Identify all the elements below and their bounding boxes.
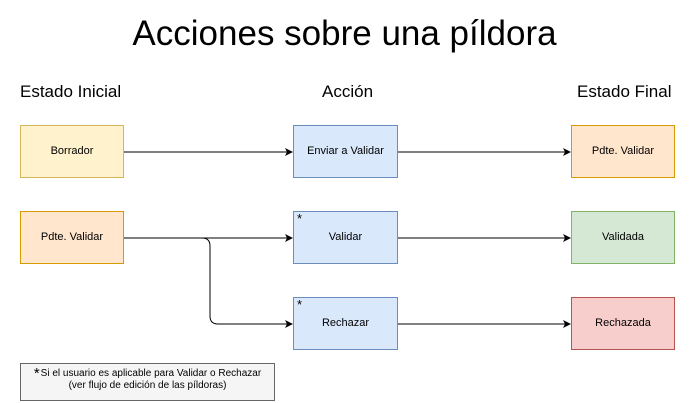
action-rechazar-asterisk: *: [297, 297, 303, 312]
action-validar: * Validar: [293, 211, 398, 264]
state-pdte-validar-initial: Pdte. Validar: [20, 211, 124, 264]
column-header-final-state: Estado Final: [577, 82, 672, 101]
diagram-title: Acciones sobre una píldora: [132, 14, 557, 53]
footnote-asterisk: *: [33, 365, 40, 382]
footnote-box: *Si el usuario es aplicable para Validar…: [20, 363, 275, 401]
state-borrador-label: Borrador: [50, 145, 94, 157]
footnote-text-2: (ver flujo de edición de las píldoras): [68, 380, 227, 391]
action-enviar-a-validar-label: Enviar a Validar: [307, 145, 384, 157]
action-rechazar-label: Rechazar: [321, 317, 370, 329]
arrow-pdte-validar-to-rechazar: [124, 237, 293, 328]
state-pdte-validar-final: Pdte. Validar: [571, 125, 675, 178]
action-validar-label: Validar: [328, 231, 363, 243]
footnote-text-1: Si el usuario es aplicable para Validar …: [40, 368, 262, 379]
action-enviar-a-validar: Enviar a Validar: [293, 125, 398, 178]
state-rechazada: Rechazada: [571, 297, 675, 350]
state-validada-label: Validada: [602, 231, 644, 243]
action-rechazar: * Rechazar: [293, 297, 398, 350]
state-pdte-validar-final-label: Pdte. Validar: [591, 145, 655, 157]
state-pdte-validar-initial-label: Pdte. Validar: [40, 231, 104, 243]
column-header-initial-state: Estado Inicial: [20, 82, 122, 101]
action-validar-asterisk: *: [297, 211, 303, 226]
state-validada: Validada: [571, 211, 675, 264]
state-borrador: Borrador: [20, 125, 124, 178]
column-header-action: Acción: [322, 82, 374, 101]
footnote-line-1: *Si el usuario es aplicable para Validar…: [21, 365, 274, 382]
state-rechazada-label: Rechazada: [595, 317, 651, 329]
